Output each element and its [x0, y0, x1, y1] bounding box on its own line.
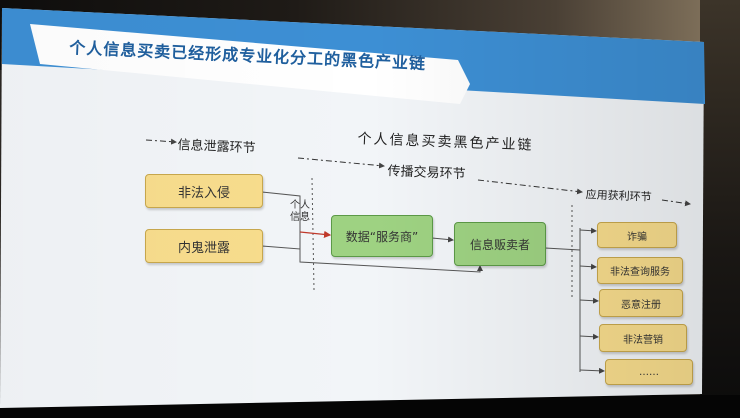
phase-arrow-leak	[145, 138, 177, 145]
output-fraud-box: 诈骗	[597, 222, 677, 248]
connector-intrusion	[261, 191, 301, 232]
connector-out-1	[579, 227, 597, 234]
connector-to-data-service	[299, 230, 332, 238]
connector-service-to-seller	[431, 236, 454, 243]
connector-insider	[261, 232, 301, 250]
phase-label-leak: 信息泄露环节	[177, 137, 256, 157]
phase-arrow-profit	[477, 179, 583, 195]
phase-arrow-trade	[297, 157, 385, 169]
output-illegal-marketing-box: 非法营销	[599, 324, 687, 352]
connector-out-5	[579, 367, 605, 374]
output-more-box: ……	[605, 359, 693, 385]
output-illegal-query-box: 非法查询服务	[597, 257, 683, 284]
connector-label: 个人信息	[290, 200, 310, 223]
background-room-right	[700, 0, 740, 418]
connector-out-3	[579, 297, 599, 304]
output-malicious-register-box: 恶意注册	[599, 289, 683, 317]
source-intrusion-box: 非法入侵	[145, 174, 263, 208]
connector-bypass	[299, 249, 483, 273]
phase-arrow-end	[661, 199, 691, 207]
data-service-box: 数据“服务商”	[331, 215, 433, 257]
connector-out-2	[579, 263, 597, 270]
phase-label-trade: 传播交易环节	[387, 163, 466, 183]
source-insider-box: 内鬼泄露	[145, 229, 263, 263]
connector-out-4	[579, 333, 599, 340]
info-seller-box: 信息贩卖者	[454, 222, 546, 266]
phase-label-profit: 应用获利环节	[585, 187, 652, 204]
separator-left	[311, 177, 315, 291]
connector-fanout	[544, 247, 581, 251]
